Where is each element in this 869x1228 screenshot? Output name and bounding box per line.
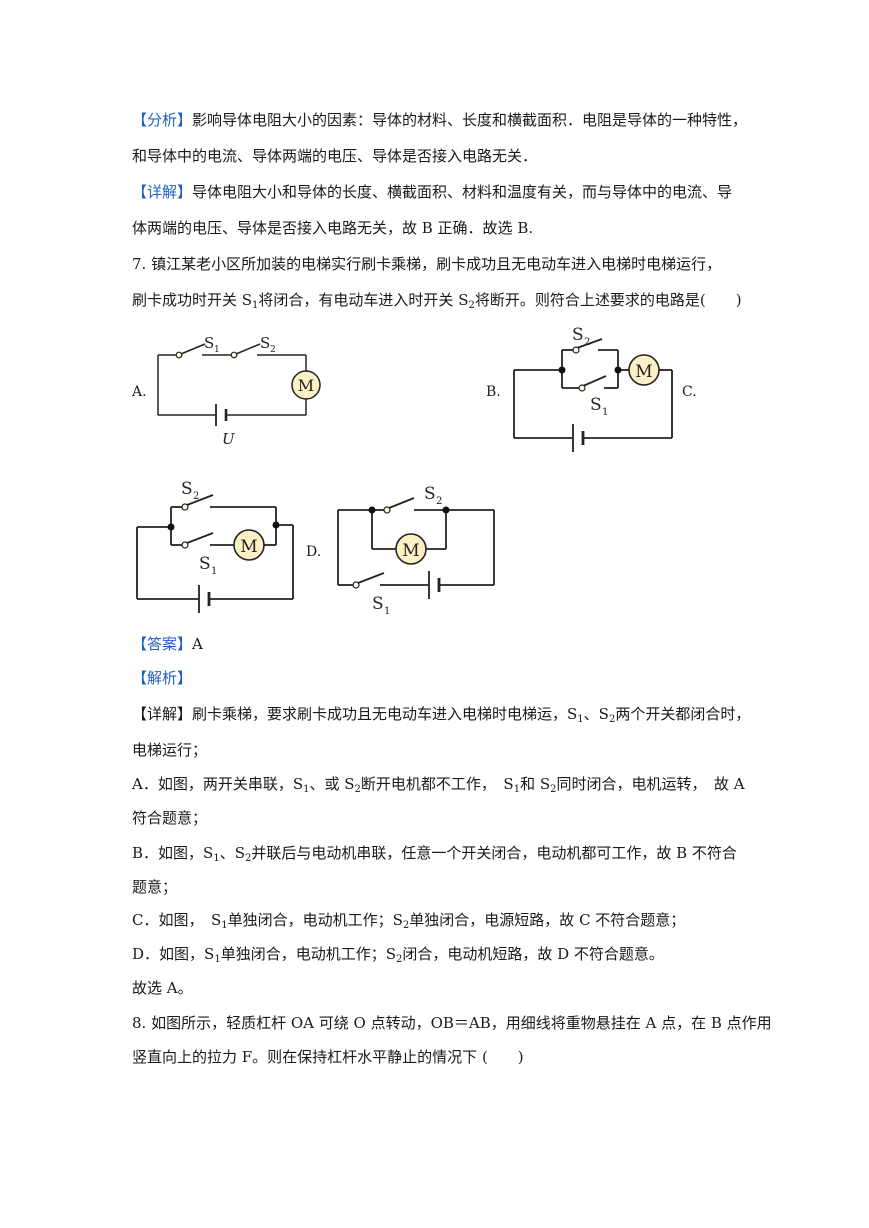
svg-text:S: S [424,484,436,504]
voltage-label: U [222,430,236,448]
detail7-option-a-line-2: 符合题意； [132,809,208,827]
svg-text:S: S [181,479,193,499]
explain-tag: 【解析】 [132,669,193,687]
detail7-option-a-line-1: A．如图，两开关串联，S1、或 S2断开电机都不工作， S1和 S2同时闭合，电… [132,775,745,795]
motor-label-a: M [298,376,314,395]
svg-text:2: 2 [270,345,276,355]
analysis-line-2: 和导体中的电流、导体两端的电压、导体是否接入电路无关． [132,147,538,165]
svg-text:1: 1 [211,566,217,577]
svg-text:S: S [199,554,211,574]
svg-text:S: S [590,395,602,415]
answer-tag: 【答案】 [132,635,193,653]
q8-line-2: 竖直向上的拉力 F。则在保持杠杆水平静止的情况下 ( ) [132,1048,524,1066]
svg-text:2: 2 [193,491,199,502]
svg-text:S: S [204,334,214,352]
detail7-option-b-line-2: 题意； [132,878,178,896]
q7-line-2: 刷卡成功时开关 S1将闭合，有电动车进入时开关 S2将断开。则符合上述要求的电路… [132,291,742,311]
answer-value: A [192,635,203,653]
svg-text:S: S [372,594,384,614]
motor-label-b: M [635,362,652,382]
option-b-label: B. [486,384,501,400]
circuit-diagram-d: M S 2 S 1 [337,484,495,617]
detail7-line-2: 电梯运行； [132,741,208,759]
circuit-diagram-b: M S 2 S 1 [513,325,673,452]
detail7-option-c-line: C．如图， S1单独闭合，电动机工作；S2单独闭合，电源短路，故 C 不符合题意… [132,911,686,931]
option-a-label: A. [132,384,147,400]
detail6-line-1: 【详解】导体电阻大小和导体的长度、横截面积、材料和温度有关，而与导体中的电流、导 [132,183,733,201]
svg-text:1: 1 [384,606,390,617]
answer-line: 【答案】A [132,634,203,654]
svg-text:1: 1 [602,407,608,418]
detail7-final: 故选 A。 [132,979,193,997]
svg-text:2: 2 [584,337,590,348]
analysis-line-1: 【分析】影响导体电阻大小的因素：导体的材料、长度和横截面积．电阻是导体的一种特性… [132,111,748,129]
q8-line-1: 8. 如图所示，轻质杠杆 OA 可绕 O 点转动，OB＝AB，用细线将重物悬挂在… [132,1014,772,1032]
svg-text:1: 1 [214,345,220,355]
analysis-tag: 【分析】 [132,111,193,129]
detail7-option-b-line-1: B．如图，S1、S2并联后与电动机串联，任意一个开关闭合，电动机都可工作，故 B… [132,844,737,864]
motor-label-c: M [240,537,257,557]
svg-text:S: S [572,325,584,345]
option-d-label: D. [306,544,322,560]
circuit-diagram-a: M S 1 S 2 U [157,334,321,448]
detail7-option-d-line: D．如图，S1单独闭合，电动机工作；S2闭合，电动机短路，故 D 不符合题意。 [132,945,664,965]
detail6-tag: 【详解】 [132,183,193,201]
detail7-line-1: 【详解】刷卡乘梯，要求刷卡成功且无电动车进入电梯时电梯运，S1、S2两个开关都闭… [132,705,751,725]
svg-text:2: 2 [436,496,442,507]
circuit-diagram-c: M S 2 S 1 [136,479,294,613]
motor-label-d: M [402,541,419,561]
detail6-line-2: 体两端的电压、导体是否接入电路无关，故 B 正确．故选 B. [132,219,534,237]
explain-line: 【解析】 [132,668,192,688]
svg-text:S: S [260,334,270,352]
option-c-label: C. [682,384,697,400]
q7-line-1: 7. 镇江某老小区所加装的电梯实行刷卡乘梯，刷卡成功且无电动车进入电梯时电梯运行… [132,255,722,273]
